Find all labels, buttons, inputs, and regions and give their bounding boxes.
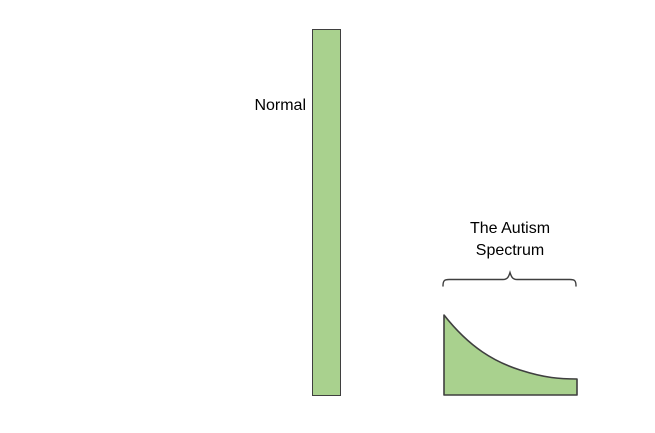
autism-spectrum-label-line2: Spectrum [475, 242, 545, 259]
normal-distribution-bar [312, 29, 341, 396]
autism-spectrum-label: The Autism Spectrum [437, 218, 583, 262]
spectrum-curve-shape [443, 314, 578, 396]
normal-label: Normal [254, 97, 306, 114]
autism-spectrum-label-line1: The Autism [469, 220, 551, 237]
curly-brace-path [442, 270, 577, 287]
spectrum-curve-graphic [443, 314, 578, 396]
curly-brace-graphic [442, 270, 577, 287]
